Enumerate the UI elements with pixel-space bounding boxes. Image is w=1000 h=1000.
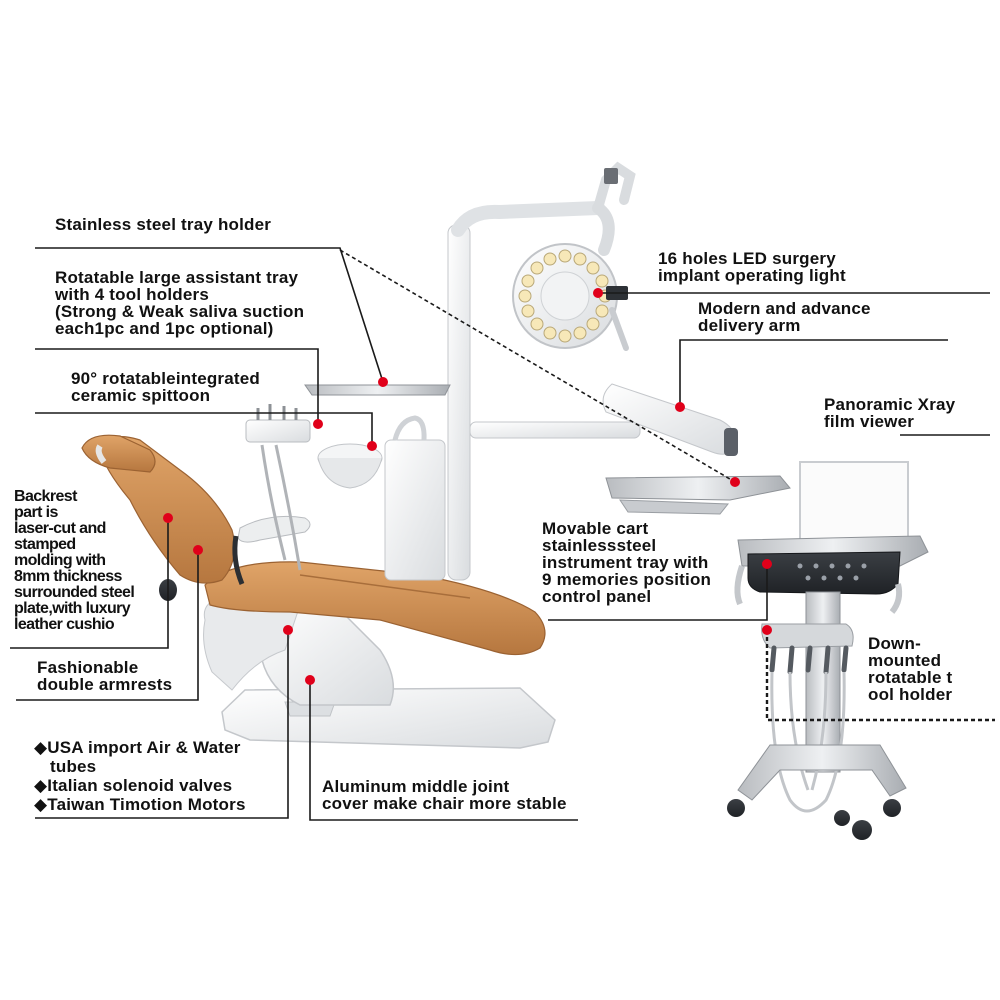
label-line: delivery arm xyxy=(698,316,801,335)
label-assistant-tray: Rotatable large assistant tray with 4 to… xyxy=(55,269,304,337)
label-led-light: 16 holes LED surgery implant operating l… xyxy=(658,250,846,284)
movable-cart xyxy=(727,461,929,840)
label-line: Movable cart xyxy=(542,519,649,538)
label-line: tubes xyxy=(50,757,97,776)
label-spittoon: 90° rotatableintegrated ceramic spittoon xyxy=(71,370,260,404)
label-line: each1pc and 1pc optional) xyxy=(55,319,274,338)
label-line: Rotatable large assistant tray xyxy=(55,268,299,287)
label-line: Panoramic Xray xyxy=(824,395,956,414)
label-line: ◆USA import Air & Water xyxy=(34,738,241,757)
label-line: mounted xyxy=(868,651,942,670)
label-line: rotatable t xyxy=(868,668,953,687)
label-line: stainlesssteel xyxy=(542,536,657,555)
label-line: control panel xyxy=(542,587,652,606)
label-components: ◆USA import Air & Water tubes ◆Italian s… xyxy=(34,738,246,814)
label-line: instrument tray with xyxy=(542,553,709,572)
label-line: stamped xyxy=(14,536,76,553)
label-line: ◆Taiwan Timotion Motors xyxy=(34,795,246,814)
label-line: Down- xyxy=(868,634,921,653)
label-line: Fashionable xyxy=(37,658,139,677)
label-line: Aluminum middle joint xyxy=(322,777,510,796)
label-line: surrounded steel xyxy=(14,584,135,601)
annotation-markers xyxy=(163,288,772,685)
led-operating-light xyxy=(512,161,636,351)
label-line: ceramic spittoon xyxy=(71,386,211,405)
dental-chair xyxy=(81,434,556,749)
label-line: plate,with luxury xyxy=(14,600,131,617)
label-line: Stainless steel tray holder xyxy=(55,215,272,234)
label-line: ool holder xyxy=(868,685,953,704)
label-line: 90° rotatableintegrated xyxy=(71,369,261,388)
label-line: molding with xyxy=(14,552,106,569)
label-armrests: Fashionable double armrests xyxy=(37,659,172,693)
label-middle-joint: Aluminum middle joint cover make chair m… xyxy=(322,778,567,812)
label-line: (Strong & Weak saliva suction xyxy=(55,302,305,321)
label-line: 9 memories position xyxy=(542,570,712,589)
label-line: laser-cut and xyxy=(14,520,106,537)
label-line: leather cushio xyxy=(14,616,115,633)
label-line: Backrest xyxy=(14,488,77,505)
label-tool-holder: Down- mounted rotatable t ool holder xyxy=(868,635,952,703)
label-line: film viewer xyxy=(824,412,915,431)
label-xray-viewer: Panoramic Xray film viewer xyxy=(824,396,955,430)
water-unit xyxy=(245,201,791,581)
leader-lines xyxy=(10,247,995,821)
label-line: cover make chair more stable xyxy=(322,794,567,813)
label-line: with 4 tool holders xyxy=(55,285,209,304)
label-delivery-arm: Modern and advance delivery arm xyxy=(698,300,871,334)
label-tray-holder: Stainless steel tray holder xyxy=(55,216,271,233)
label-line: double armrests xyxy=(37,675,173,694)
label-line: Modern and advance xyxy=(698,299,871,318)
label-line: 16 holes LED surgery xyxy=(658,249,836,268)
label-backrest: Backrest part is laser-cut and stamped m… xyxy=(14,488,135,633)
label-line: part is xyxy=(14,504,58,521)
label-line: 8mm thickness xyxy=(14,568,122,585)
label-cart: Movable cart stainlesssteel instrument t… xyxy=(542,520,711,605)
label-line: ◆Italian solenoid valves xyxy=(34,776,233,795)
label-line: implant operating light xyxy=(658,266,846,285)
